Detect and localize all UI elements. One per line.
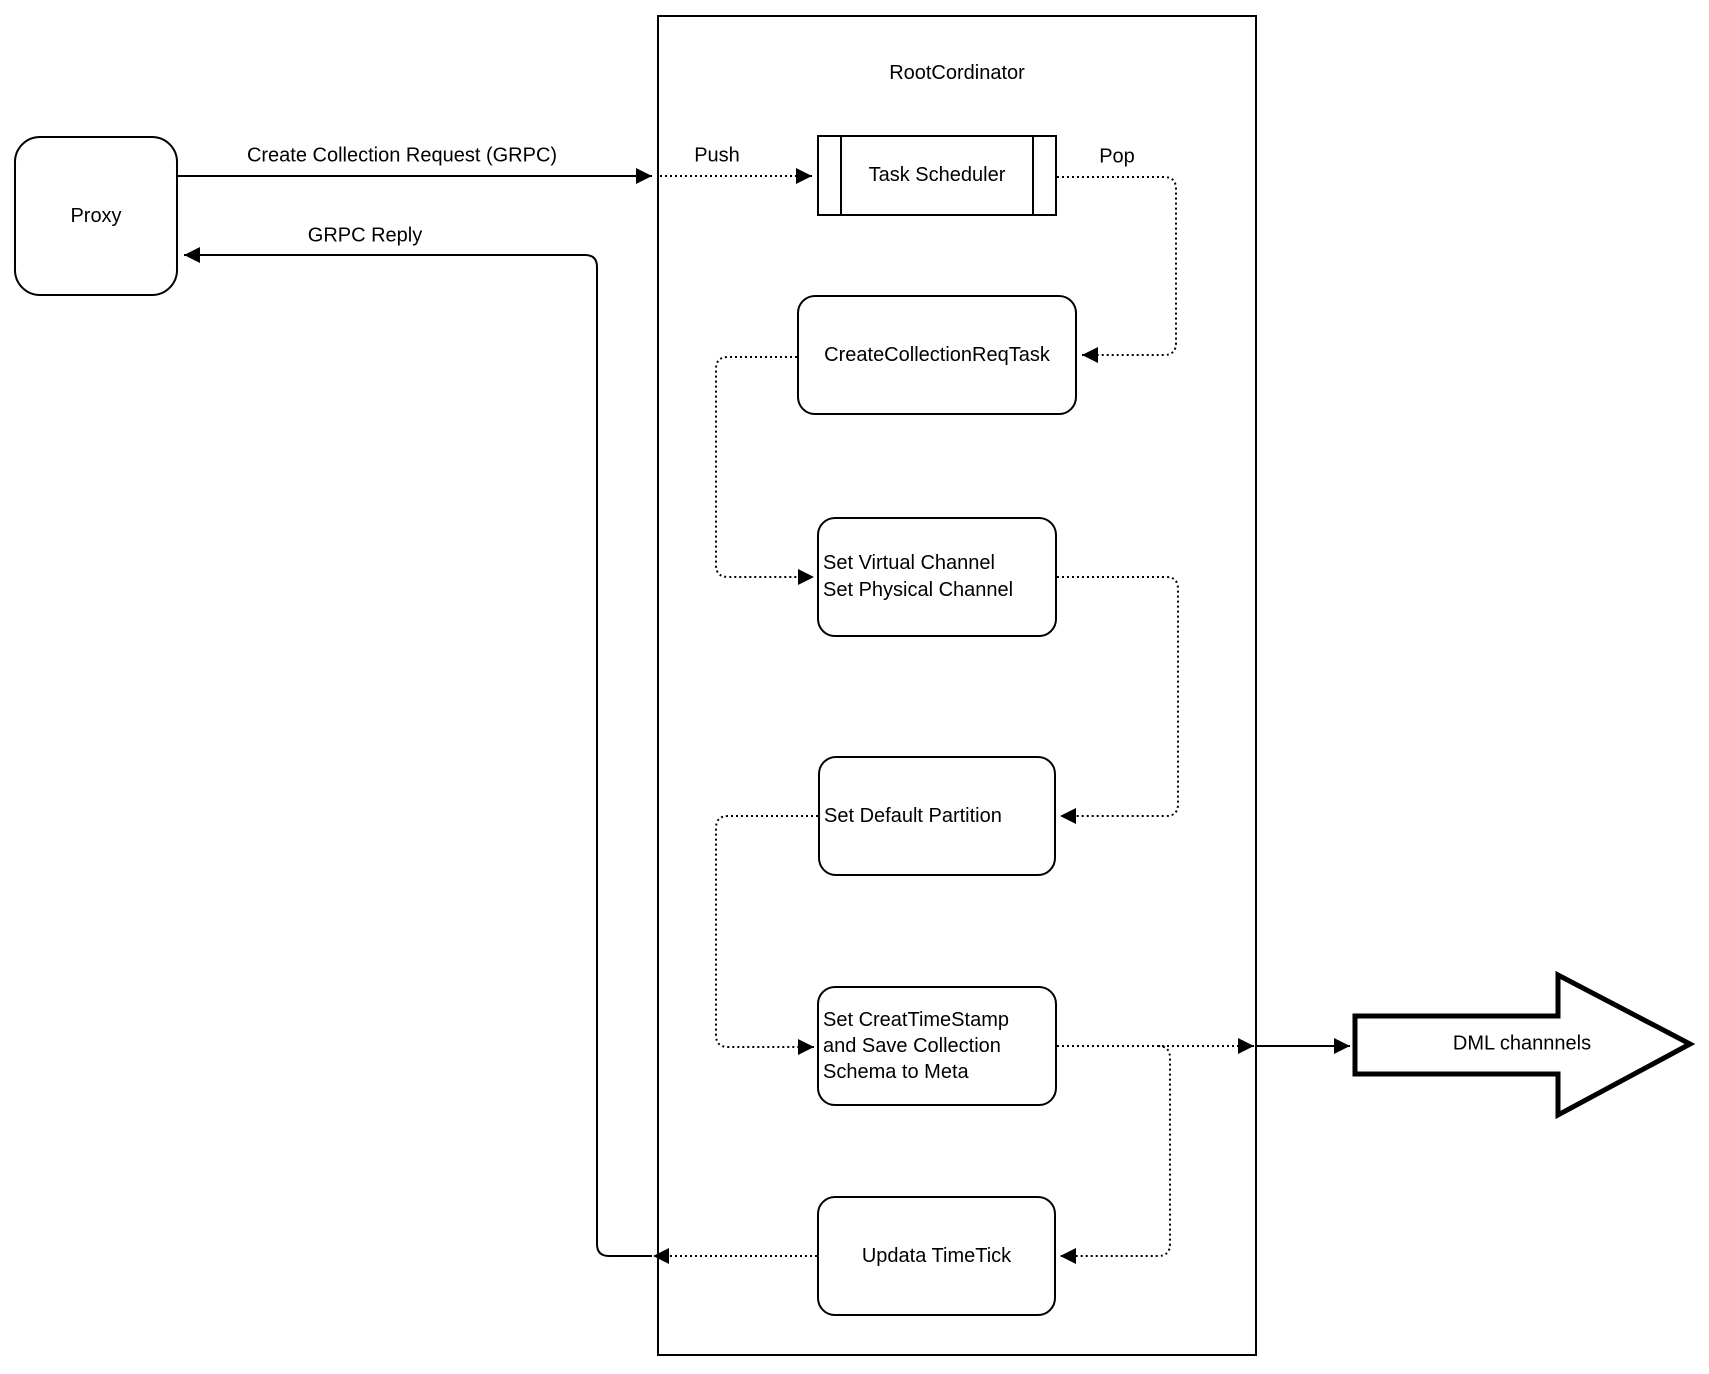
edge-defaultpartition-to-timestamp (715, 815, 818, 1055)
node-set-creat-timestamp: Set CreatTimeStamp and Save Collection S… (817, 986, 1057, 1106)
node-set-channels-line1: Set Virtual Channel (823, 552, 995, 574)
rootcoordinator-container (657, 15, 1257, 1356)
edge-label-push: Push (692, 144, 742, 168)
dml-channels-arrow-shape (1352, 970, 1696, 1120)
node-updata-timetick: Updata TimeTick (817, 1196, 1056, 1316)
edge-label-pop: Pop (1097, 145, 1137, 169)
task-scheduler-right-bar (1032, 137, 1034, 214)
rootcoordinator-title: RootCordinator (889, 62, 1025, 84)
node-set-channels-line2: Set Physical Channel (823, 579, 1014, 601)
node-set-creat-timestamp-line2: and Save Collection (823, 1035, 1001, 1057)
edge-pop (1057, 176, 1177, 363)
edge-label-grpc-reply: GRPC Reply (305, 224, 425, 248)
edge-timestamp-to-timetick (1060, 1045, 1171, 1264)
node-set-creat-timestamp-line1: Set CreatTimeStamp (823, 1009, 1009, 1031)
node-set-default-partition-label: Set Default Partition (824, 804, 1002, 827)
node-set-channels: Set Virtual Channel Set Physical Channel (817, 517, 1057, 637)
node-task-scheduler-label: Task Scheduler (868, 164, 1006, 186)
node-proxy: Proxy (14, 136, 178, 296)
node-set-creat-timestamp-line3: Schema to Meta (823, 1061, 969, 1083)
node-set-default-partition: Set Default Partition (818, 756, 1056, 876)
dml-channels-label: DML channnels (1452, 1032, 1592, 1055)
node-proxy-label: Proxy (70, 204, 122, 227)
edge-reqtask-to-setchannels (715, 356, 814, 585)
edge-setchannels-to-defaultpartition (1057, 576, 1179, 824)
node-create-collection-req-task: CreateCollectionReqTask (797, 295, 1077, 415)
task-scheduler-left-bar (840, 137, 842, 214)
node-create-collection-req-task-label: CreateCollectionReqTask (824, 343, 1050, 366)
node-updata-timetick-label: Updata TimeTick (861, 1244, 1012, 1267)
edge-grpc-reply (184, 247, 652, 1257)
node-task-scheduler: Task Scheduler (817, 135, 1057, 216)
edge-label-create-collection-request: Create Collection Request (GRPC) (244, 144, 560, 168)
